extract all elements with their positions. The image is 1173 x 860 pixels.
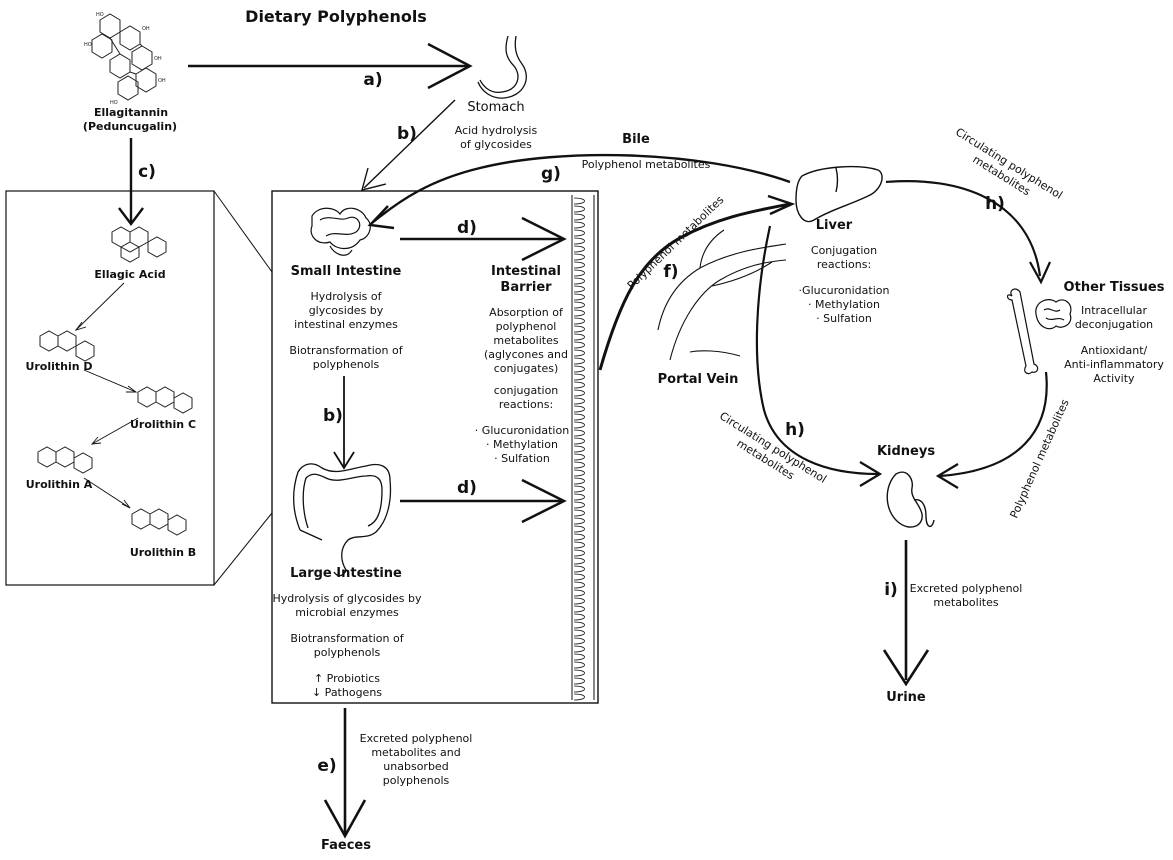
urine-description: Excreted polyphenol metabolites [909,582,1023,609]
intestine-box [271,190,599,704]
kidneys-label: Kidneys [876,444,936,459]
large-intestine-icon [293,463,392,577]
step-d-small-label: d) [457,218,477,238]
other-tissues-desc-1: Intracellular deconjugation [1074,304,1154,331]
step-b-stomach-label: b) [397,124,417,144]
svg-text:OH: OH [142,26,150,32]
stomach-icon [477,35,527,99]
urolithin-a-label: Urolithin A [25,478,93,491]
urolithin-a-structure-icon [37,446,93,474]
faeces-description: Excreted polyphenol metabolites and unab… [359,732,473,787]
small-intestine-label: Small Intestine [290,264,402,279]
large-intestine-desc-2: Biotransformation of polyphenols [290,632,404,659]
large-intestine-label: Large Intestine [290,566,402,581]
liver-label: Liver [815,218,853,233]
urolithin-c-structure-icon [137,386,193,414]
portal-vein-label: Portal Vein [657,372,739,387]
small-intestine-desc-1: Hydrolysis of glycosides by intestinal e… [294,290,398,331]
urolithin-b-label: Urolithin B [129,546,197,559]
ellagitannin-structure-icon: HO OH HO OH OH HO [84,12,166,106]
ellagitannin-label: Ellagitannin [93,106,169,119]
liver-desc-1: Conjugation reactions: [810,244,878,271]
stomach-label: Stomach [467,100,525,115]
small-intestine-icon [310,207,371,256]
intestinal-barrier-desc-2: conjugation reactions: [493,384,559,411]
step-h-tissues-label: h) [985,194,1005,214]
step-c-label: c) [138,162,156,182]
step-e-label: e) [317,756,337,776]
urolithin-panel [5,190,215,586]
other-tissues-desc-2: Antioxidant/ Anti-inflammatory Activity [1064,344,1164,385]
intestinal-barrier-label: Intestinal Barrier [490,264,561,295]
intestinal-barrier-desc-3: · Glucuronidation · Methylation · Sulfat… [474,424,570,465]
svg-text:HO: HO [110,100,118,106]
portal-vein-icon [657,229,787,361]
arrow-h-kidneys [755,225,879,476]
liver-desc-2: ·Glucuronidation · Methylation · Sulfati… [798,284,890,325]
urolithin-c-label: Urolithin C [129,418,197,431]
arrow-tissues-kidneys [939,371,1048,478]
bile-label: Bile [622,132,650,147]
liver-icon [795,165,883,223]
urolithin-d-label: Urolithin D [25,360,93,373]
ellagic-acid-structure-icon [111,226,167,263]
arrow-b-stomach [363,99,456,189]
kidney-icon [886,471,935,528]
urolithin-b-structure-icon [131,508,187,536]
svg-text:HO: HO [84,42,92,48]
svg-text:OH: OH [154,56,162,62]
step-d-large-label: d) [457,478,477,498]
bile-metabolites-label: Polyphenol metabolites [581,158,711,171]
ellagitannin-sublabel: (Peduncugalin) [82,120,178,133]
diagram-title: Dietary Polyphenols [245,7,427,26]
step-a-label: a) [363,70,383,90]
step-f-label: f) [663,262,679,282]
portal-vein-arrow [598,202,791,371]
step-i-label: i) [884,580,898,600]
large-intestine-desc-3: ↑ Probiotics ↓ Pathogens [311,672,383,699]
svg-text:OH: OH [158,78,166,84]
bone-icon [1006,288,1039,375]
small-intestine-desc-2: Biotransformation of polyphenols [289,344,403,371]
urine-label: Urine [886,690,926,705]
step-g-label: g) [541,164,561,184]
urolithin-d-structure-icon [39,330,95,362]
step-h-kidneys-label: h) [785,420,805,440]
arrow-h-tissues [885,180,1042,277]
large-intestine-desc-1: Hydrolysis of glycosides by microbial en… [272,592,422,619]
faeces-label: Faeces [321,838,371,853]
svg-text:HO: HO [96,12,104,18]
intestinal-barrier-villi-icon [571,195,595,701]
stomach-description: Acid hydrolysis of glycosides [454,124,538,151]
other-tissues-label: Other Tissues [1063,280,1165,295]
intestinal-barrier-desc-1: Absorption of polyphenol metabolites (ag… [483,306,569,375]
bile-arrow [371,153,791,224]
step-b-intestine-label: b) [323,406,343,426]
brain-icon [1035,299,1072,330]
ellagic-acid-label: Ellagic Acid [94,268,166,281]
